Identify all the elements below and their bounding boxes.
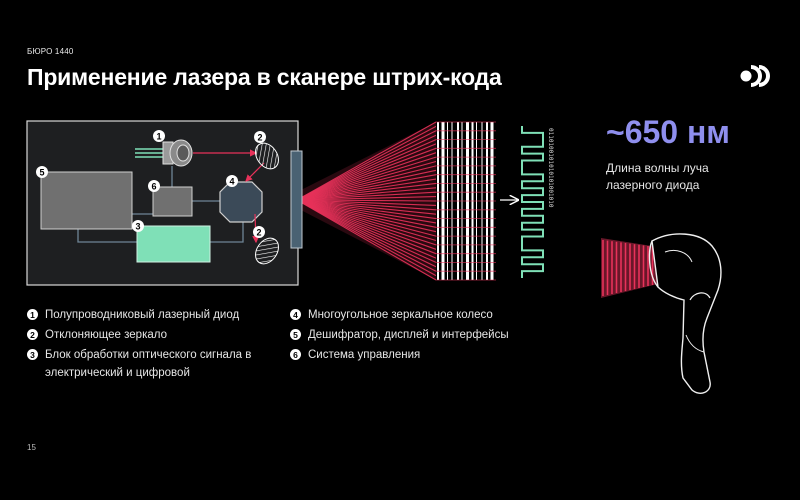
svg-text:1: 1 bbox=[156, 132, 161, 142]
legend-item-1: 1 Полупроводниковый лазерный диод bbox=[27, 307, 275, 323]
laser-ray bbox=[296, 169, 437, 201]
laser-ray bbox=[296, 199, 437, 242]
laser-ray bbox=[296, 125, 437, 201]
laser-ray bbox=[296, 199, 437, 233]
svg-text:4: 4 bbox=[229, 177, 234, 187]
laser-ray bbox=[296, 160, 437, 201]
handheld-scanner-illustration bbox=[601, 233, 722, 394]
legend-number: 1 bbox=[27, 309, 38, 320]
module-5-decoder bbox=[40, 171, 133, 230]
laser-ray bbox=[296, 199, 437, 259]
logo-icon bbox=[740, 65, 770, 87]
svg-text:2: 2 bbox=[256, 228, 261, 238]
laser-ray bbox=[296, 199, 437, 206]
laser-ray bbox=[296, 130, 437, 201]
page-number: 15 bbox=[27, 443, 36, 452]
legend-column-right: 4 Многоугольное зеркальное колесо 5 Деши… bbox=[290, 307, 509, 367]
svg-text:6: 6 bbox=[151, 182, 156, 192]
laser-ray bbox=[296, 165, 437, 201]
legend-number: 3 bbox=[27, 349, 38, 360]
legend-number: 5 bbox=[290, 329, 301, 340]
legend-label: Многоугольное зеркальное колесо bbox=[308, 309, 493, 321]
legend-label: Дешифратор, дисплей и интерфейсы bbox=[308, 329, 509, 341]
laser-ray bbox=[296, 134, 437, 201]
wiring bbox=[77, 166, 244, 243]
laser-ray bbox=[296, 191, 437, 201]
legend-item-4: 4 Многоугольное зеркальное колесо bbox=[290, 307, 509, 323]
laser-ray bbox=[296, 182, 437, 201]
wavelength-caption: Длина волны луча лазерного диода bbox=[606, 161, 709, 192]
legend-number: 2 bbox=[27, 329, 38, 340]
legend-number: 4 bbox=[290, 309, 301, 320]
laser-ray bbox=[296, 199, 437, 281]
legend-column-left: 1 Полупроводниковый лазерный диод 2 Откл… bbox=[27, 307, 275, 386]
svg-text:5: 5 bbox=[39, 168, 44, 178]
legend-number: 6 bbox=[290, 349, 301, 360]
laser-ray bbox=[296, 199, 437, 263]
brand-label: БЮРО 1440 bbox=[27, 47, 74, 56]
laser-ray bbox=[296, 199, 437, 202]
module-3-processing bbox=[136, 225, 211, 263]
wavelength-value: ~650 нм bbox=[606, 114, 730, 150]
laser-ray bbox=[296, 199, 437, 224]
marker-3: 3 bbox=[132, 220, 144, 232]
svg-text:3: 3 bbox=[135, 222, 140, 232]
laser-ray bbox=[296, 199, 437, 255]
legend-label: Полупроводниковый лазерный диод bbox=[45, 309, 240, 321]
legend-item-5: 5 Дешифратор, дисплей и интерфейсы bbox=[290, 327, 509, 343]
legend-label: Система управления bbox=[308, 349, 421, 361]
laser-ray bbox=[296, 199, 437, 211]
scanner-window bbox=[290, 150, 303, 249]
laser-ray bbox=[296, 174, 437, 201]
legend-label: Блок обработки оптического сигнала в эле… bbox=[45, 349, 252, 379]
module-2-mirror-top bbox=[255, 142, 279, 170]
page-title: Применение лазера в сканере штрих-кода bbox=[27, 64, 502, 90]
laser-ray bbox=[296, 187, 437, 201]
legend-item-3: 3 Блок обработки оптического сигнала в э… bbox=[27, 347, 275, 382]
marker-6: 6 bbox=[148, 180, 160, 192]
laser-ray bbox=[296, 152, 437, 201]
laser-ray bbox=[296, 199, 437, 268]
laser-ray bbox=[296, 178, 437, 201]
module-4-polygon-mirror bbox=[219, 181, 263, 223]
laser-ray bbox=[296, 199, 437, 272]
laser-fan bbox=[296, 121, 437, 281]
digital-signal-wave bbox=[521, 126, 544, 278]
legend-item-6: 6 Система управления bbox=[290, 347, 509, 363]
laser-ray bbox=[296, 121, 437, 201]
laser-ray bbox=[296, 199, 437, 228]
marker-2-bottom: 2 bbox=[253, 226, 265, 238]
module-1-laser-diode bbox=[135, 139, 193, 167]
laser-ray bbox=[296, 199, 437, 277]
laser-ray bbox=[296, 143, 437, 201]
binary-code: 0110100101010101001010 bbox=[547, 128, 554, 208]
laser-ray bbox=[296, 196, 437, 201]
module-2-mirror-bottom bbox=[255, 237, 279, 265]
laser-ray bbox=[296, 199, 437, 246]
laser-ray bbox=[296, 199, 437, 215]
marker-2-top: 2 bbox=[254, 131, 266, 143]
marker-1: 1 bbox=[153, 130, 165, 142]
legend-label: Отклоняющее зеркало bbox=[45, 329, 167, 341]
laser-ray bbox=[296, 156, 437, 201]
laser-ray bbox=[296, 199, 437, 250]
laser-ray bbox=[296, 199, 437, 220]
module-6-control bbox=[152, 186, 193, 217]
barcode bbox=[436, 121, 496, 281]
laser-ray bbox=[296, 199, 437, 237]
marker-5: 5 bbox=[36, 166, 48, 178]
svg-text:2: 2 bbox=[257, 133, 262, 143]
laser-ray bbox=[296, 139, 437, 201]
laser-ray bbox=[296, 147, 437, 201]
legend-item-2: 2 Отклоняющее зеркало bbox=[27, 327, 275, 343]
marker-4: 4 bbox=[226, 175, 238, 187]
